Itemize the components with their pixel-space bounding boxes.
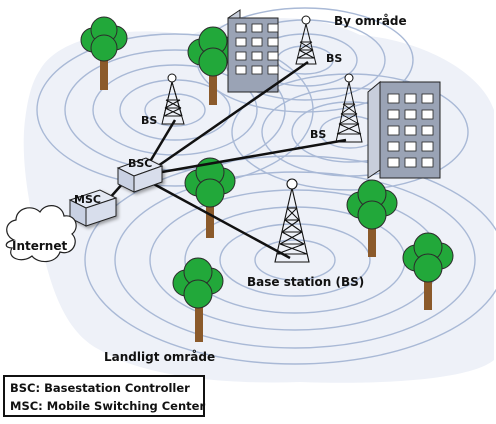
link-bsc-bs-mid bbox=[161, 138, 347, 174]
tree bbox=[402, 232, 454, 310]
tower-bs-mid bbox=[335, 73, 363, 143]
msc-box bbox=[68, 189, 118, 227]
tree bbox=[80, 16, 128, 90]
bsc-box bbox=[116, 157, 164, 193]
internet-cloud bbox=[5, 205, 77, 263]
tree bbox=[187, 26, 239, 105]
city-area-label: By område bbox=[334, 14, 407, 28]
legend-bsc: BSC: Basestation Controller bbox=[10, 381, 190, 395]
base-station-label: Base station (BS) bbox=[247, 275, 364, 289]
legend-msc: MSC: Mobile Switching Center bbox=[10, 399, 206, 413]
legend-box: BSC: Basestation Controller MSC: Mobile … bbox=[3, 375, 205, 417]
building-city-right bbox=[367, 80, 441, 179]
building-city-left bbox=[227, 9, 279, 93]
bs-mid-label: BS bbox=[310, 128, 326, 141]
tower-bs-main bbox=[274, 178, 310, 263]
bs-left-label: BS bbox=[141, 114, 157, 127]
bs-city-label: BS bbox=[326, 52, 342, 65]
link-bsc-bs-main bbox=[149, 180, 291, 260]
link-bsc-bs-left bbox=[146, 119, 177, 166]
tree bbox=[346, 179, 398, 257]
internet-label: Internet bbox=[12, 239, 67, 253]
tree bbox=[172, 257, 224, 342]
tower-bs-city bbox=[295, 15, 317, 65]
msc-label: MSC bbox=[74, 193, 101, 206]
bsc-label: BSC bbox=[128, 157, 152, 170]
network-links bbox=[59, 60, 347, 260]
link-bsc-bs-city bbox=[157, 60, 309, 168]
tower-bs-left bbox=[161, 73, 185, 125]
rural-area-label: Landligt område bbox=[104, 350, 215, 364]
